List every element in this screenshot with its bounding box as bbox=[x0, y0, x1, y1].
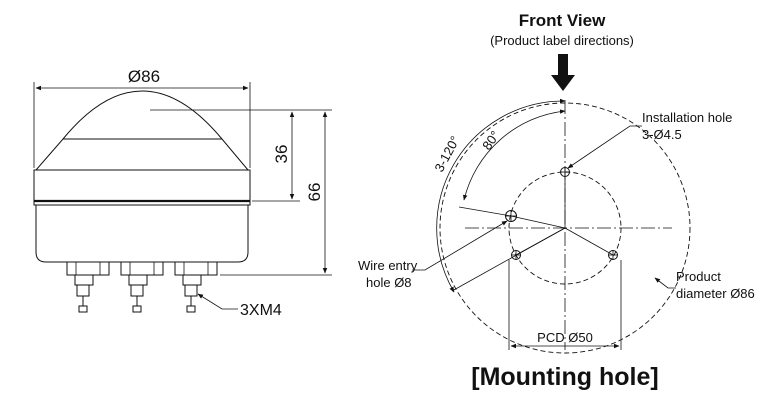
pcd-label: PCD Ø50 bbox=[537, 330, 593, 345]
upper-body bbox=[34, 138, 250, 171]
product-diameter-label-1: Product bbox=[676, 269, 721, 284]
wire-entry-label-1: Wire entry bbox=[358, 258, 418, 273]
installation-hole-label-1: Installation hole bbox=[642, 110, 732, 125]
angle-120-label: 3-120° bbox=[431, 133, 462, 174]
diameter-label: Ø86 bbox=[128, 67, 160, 86]
angle-120-arc bbox=[436, 98, 566, 293]
installation-hole-top bbox=[560, 167, 570, 177]
front-view: Front View (Product label directions) bbox=[358, 11, 755, 391]
radial-ext-wire bbox=[458, 206, 512, 217]
mounting-hole-caption: [Mounting hole] bbox=[471, 363, 658, 391]
angle-80-label: 80° bbox=[479, 128, 503, 153]
terminal-label: 3XM4 bbox=[240, 302, 282, 319]
lower-body bbox=[35, 204, 249, 263]
wire-entry-leader bbox=[412, 220, 508, 271]
front-view-subtitle: (Product label directions) bbox=[490, 33, 634, 48]
direction-arrow bbox=[551, 54, 575, 91]
terminal-leader bbox=[197, 293, 238, 310]
terminal-block-right bbox=[174, 261, 218, 313]
wire-entry-label-2: hole Ø8 bbox=[366, 275, 412, 290]
angle-80-arc bbox=[463, 109, 566, 201]
dome-height-label: 36 bbox=[272, 145, 291, 164]
installation-hole-label-2: 3-Ø4.5 bbox=[642, 127, 682, 142]
terminal-block-center bbox=[120, 261, 164, 313]
product-diameter-leader bbox=[654, 277, 676, 289]
dome bbox=[62, 90, 223, 140]
radial-bottom-right bbox=[564, 227, 614, 256]
terminal-block-left bbox=[66, 261, 110, 313]
body-band bbox=[33, 169, 251, 206]
angle-120-ext bbox=[451, 227, 566, 292]
front-view-title: Front View bbox=[519, 11, 606, 30]
radial-wire bbox=[510, 215, 566, 229]
side-view: Ø86 36 66 3XM4 bbox=[33, 67, 332, 319]
product-diameter-label-2: diameter Ø86 bbox=[676, 286, 755, 301]
installation-hole-bottom-right bbox=[608, 250, 618, 260]
total-height-label: 66 bbox=[305, 183, 324, 202]
installation-hole-leader bbox=[567, 125, 642, 169]
wire-entry-hole bbox=[505, 210, 517, 222]
